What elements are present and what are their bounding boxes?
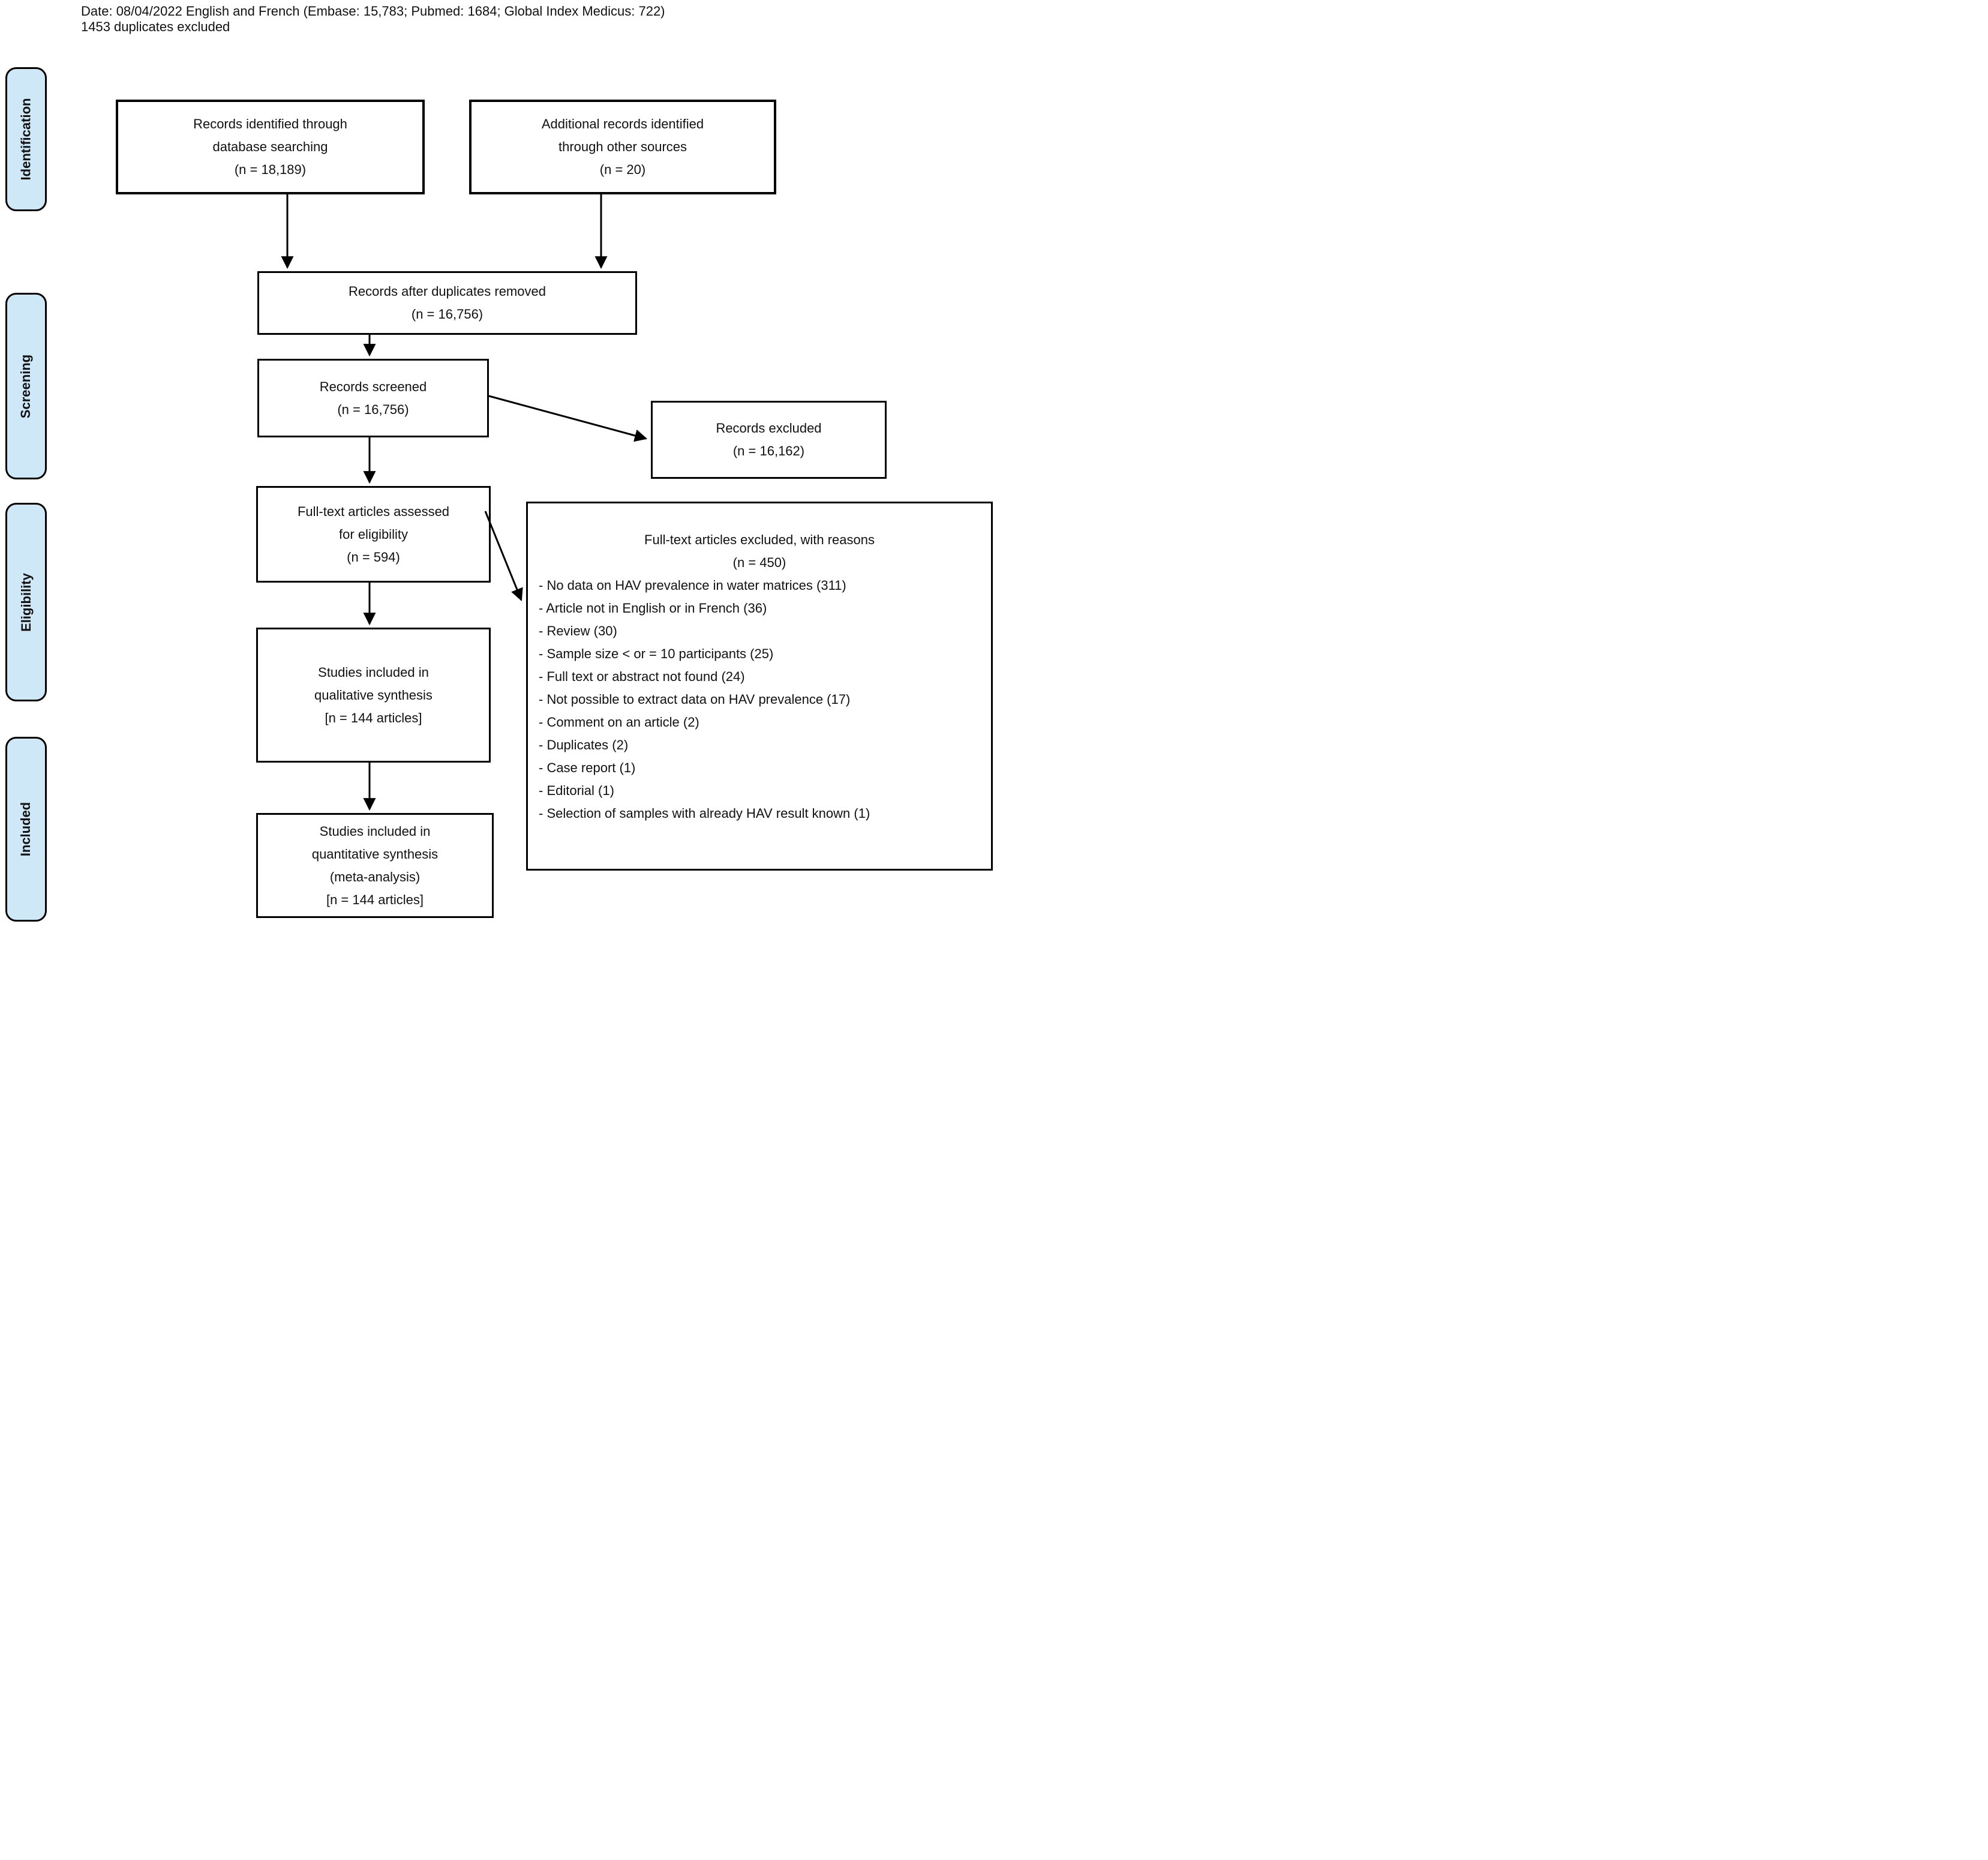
- node-quantitative-synthesis-text: Studies included in quantitative synthes…: [311, 823, 439, 907]
- stage-identification: Identification: [5, 67, 47, 211]
- stage-screening-label: Screening: [18, 354, 34, 418]
- prisma-flow-diagram: { "title_block": { "line1": "Date: 08/04…: [0, 0, 994, 930]
- excluded-reason: - Case report (1): [539, 760, 636, 775]
- excluded-reason: - Sample size < or = 10 participants (25…: [539, 646, 774, 661]
- node-quantitative-synthesis: Studies included in quantitative synthes…: [256, 813, 494, 918]
- stage-identification-label: Identification: [18, 98, 34, 181]
- arrow-screened-to-excluded: [488, 395, 648, 442]
- node-records-identified: Records identified through database sear…: [116, 100, 425, 194]
- arrow-fulltext-to-reasons: [484, 511, 523, 601]
- node-after-duplicates-removed: Records after duplicates removed (n = 16…: [257, 271, 637, 335]
- excluded-reason: - Review (30): [539, 623, 617, 638]
- excluded-reason: - Duplicates (2): [539, 737, 629, 752]
- fulltext-excluded-title: Full-text articles excluded, with reason…: [644, 532, 875, 570]
- excluded-reason: - Editorial (1): [539, 783, 614, 798]
- fulltext-excluded-list: - No data on HAV prevalence in water mat…: [528, 574, 991, 825]
- excluded-reason: - No data on HAV prevalence in water mat…: [539, 578, 846, 593]
- node-qualitative-synthesis: Studies included in qualitative synthesi…: [256, 628, 491, 763]
- stage-included: Included: [5, 737, 47, 922]
- search-date-note: Date: 08/04/2022 English and French (Emb…: [81, 4, 665, 35]
- node-additional-records: Additional records identified through ot…: [469, 100, 776, 194]
- node-records-excluded: Records excluded (n = 16,162): [651, 401, 887, 479]
- excluded-reason: - Article not in English or in French (3…: [539, 601, 767, 616]
- search-date-line1: Date: 08/04/2022 English and French (Emb…: [81, 4, 665, 19]
- stage-eligibility-label: Eligibility: [18, 572, 34, 632]
- node-fulltext-assessed: Full-text articles assessed for eligibil…: [256, 486, 491, 583]
- excluded-reason: - Full text or abstract not found (24): [539, 669, 745, 684]
- stage-screening: Screening: [5, 293, 47, 479]
- node-additional-records-text: Additional records identified through ot…: [541, 116, 704, 177]
- stage-included-label: Included: [18, 802, 34, 857]
- node-fulltext-excluded-reasons: Full-text articles excluded, with reason…: [526, 502, 993, 871]
- node-qualitative-synthesis-text: Studies included in qualitative synthesi…: [314, 664, 433, 725]
- node-records-excluded-text: Records excluded (n = 16,162): [716, 421, 822, 458]
- stage-eligibility: Eligibility: [5, 503, 47, 701]
- search-date-line2: 1453 duplicates excluded: [81, 19, 230, 34]
- node-after-duplicates-removed-text: Records after duplicates removed (n = 16…: [349, 284, 546, 322]
- node-records-screened: Records screened (n = 16,756): [257, 359, 489, 437]
- excluded-reason: - Comment on an article (2): [539, 715, 699, 730]
- excluded-reason: - Selection of samples with already HAV …: [539, 806, 870, 821]
- node-records-identified-text: Records identified through database sear…: [193, 116, 347, 177]
- excluded-reason: - Not possible to extract data on HAV pr…: [539, 692, 851, 707]
- node-records-screened-text: Records screened (n = 16,756): [319, 379, 427, 417]
- node-fulltext-assessed-text: Full-text articles assessed for eligibil…: [297, 503, 450, 565]
